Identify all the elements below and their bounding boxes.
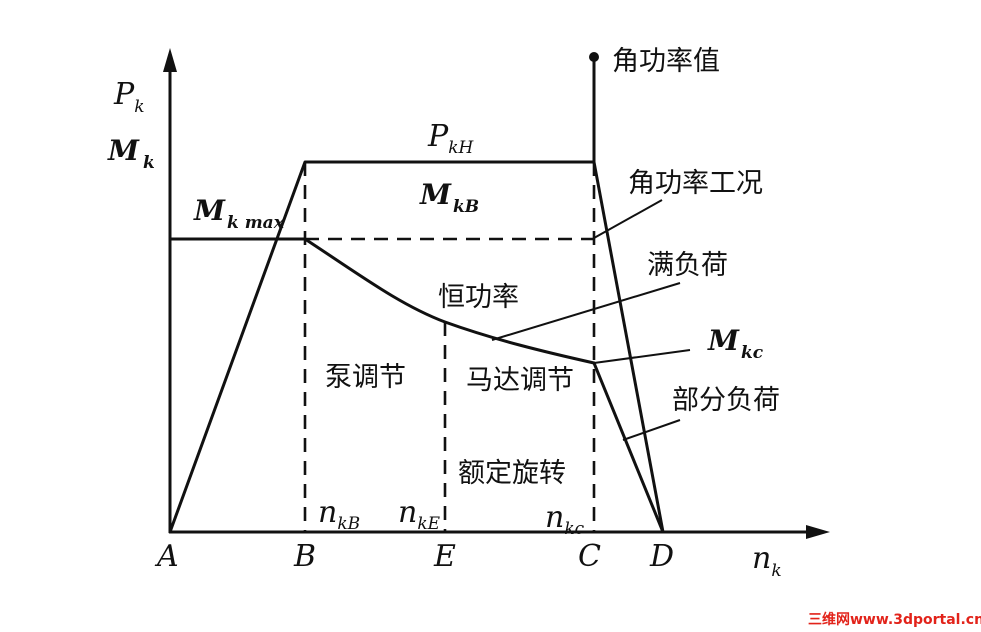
leader-corner-power-condition (593, 199, 663, 239)
annotation-corner-power-value: 角功率值 (612, 46, 720, 77)
annotation-rated-rotation: 额定旋转 (458, 458, 566, 489)
power-envelope-line (168, 160, 665, 534)
speed-label-nke: nkE (398, 495, 441, 534)
annotation-constant-power: 恒功率 (438, 282, 519, 313)
point-e-label: E (433, 539, 456, 574)
annotation-motor-control: 马达调节 (466, 365, 574, 396)
level-label-pkh: PkH (427, 119, 474, 158)
y-axis-arrow (163, 48, 177, 72)
annotation-corner-power-condition: 角功率工况 (628, 168, 763, 199)
corner-power-dot (589, 52, 599, 62)
annotation-full-load: 满负荷 (647, 250, 728, 281)
x-axis-arrow (806, 525, 830, 539)
point-c-label: C (578, 539, 601, 574)
speed-label-nkb: nkB (318, 495, 360, 534)
speed-label-nkc: nkc (545, 500, 585, 539)
leader-full-load (491, 282, 681, 341)
point-b-label: B (293, 539, 316, 574)
leader-partial-load (622, 419, 681, 441)
annotation-pump-control: 泵调节 (325, 362, 406, 393)
x-axis-label: nk (752, 541, 782, 581)
annotation-partial-load: 部分负荷 (672, 385, 780, 416)
partial-load-line (592, 361, 665, 534)
y-axis-label-p: Pk (113, 77, 145, 117)
watermark-text: 三维网www.3dportal.cn (808, 611, 981, 628)
point-a-label: A (154, 539, 179, 574)
point-d-label: D (649, 539, 674, 574)
leader-mkc (593, 349, 691, 364)
